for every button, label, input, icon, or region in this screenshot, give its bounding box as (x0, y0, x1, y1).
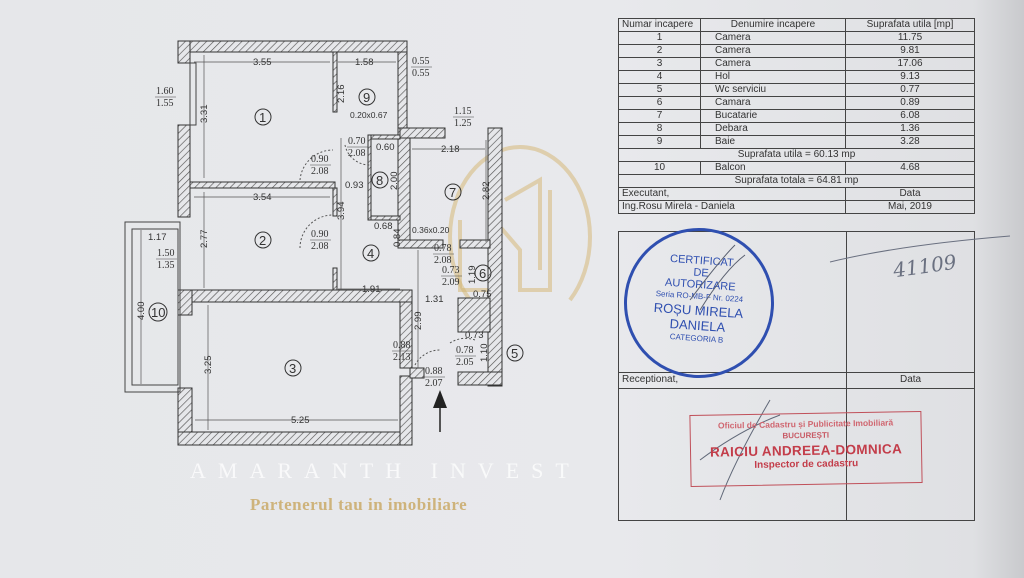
dimension-label: 3.31 (199, 105, 210, 124)
dimension-label: 0.60 (376, 142, 395, 153)
dimension-label: 1.91 (362, 284, 381, 295)
door-swings (299, 144, 476, 366)
opening-width: 0.78 (456, 345, 474, 356)
dimension-label: 1.31 (425, 294, 444, 305)
receptionat-row: Receptionat, Data (618, 372, 975, 389)
opening-width: 0.88 (393, 340, 411, 351)
opening-width: 1.15 (454, 106, 472, 117)
balcony-outline (124, 62, 197, 393)
dimension-label: 5.25 (291, 415, 310, 426)
dimension-label: 2.16 (336, 85, 347, 104)
opening-height: 1.25 (454, 118, 472, 129)
opening-width: 1.60 (156, 86, 174, 97)
dimension-label: 0.84 (392, 229, 403, 248)
table-header-row: Numar incapere Denumire incapere Suprafa… (618, 18, 975, 32)
dimension-label: 0.75 (473, 289, 492, 300)
dimension-label: 0.20x0.67 (350, 110, 388, 120)
dimension-label: 1.19 (467, 266, 478, 285)
dimension-label: 2.18 (441, 144, 460, 155)
opening-height: 1.55 (156, 98, 174, 109)
watermark-tagline: Partenerul tau in imobiliare (250, 495, 468, 514)
dimension-label: 2.00 (389, 172, 400, 191)
opening-height: 2.08 (348, 148, 366, 159)
receptionat-date-label: Data (900, 374, 922, 385)
opening-height: 2.08 (434, 255, 452, 266)
opening-width: 0.55 (412, 56, 430, 67)
dimension-label: 0.36x0.20 (412, 225, 450, 235)
dimension-label: 1.10 (479, 344, 490, 363)
dimension-label: 3.94 (336, 202, 347, 221)
opening-width: 0.70 (348, 136, 366, 147)
room-label: 3 (289, 361, 296, 376)
dimension-label: 0.73 (465, 330, 484, 341)
dimension-label: 1.17 (148, 232, 167, 243)
room-label: 8 (376, 173, 383, 188)
dimension-label: 4.00 (136, 302, 147, 321)
dimension-label: 2.77 (199, 230, 210, 249)
room-label: 1 (259, 110, 266, 125)
opening-height: 2.05 (456, 357, 474, 368)
room-label: 10 (151, 305, 165, 320)
room-label: 5 (511, 346, 518, 361)
opening-width: 0.88 (425, 366, 443, 377)
dimension-label: 0.68 (374, 221, 393, 232)
dimension-label: 2.82 (481, 182, 492, 201)
entrance-arrow (433, 390, 447, 432)
room-label: 4 (367, 246, 374, 261)
opening-height: 0.55 (412, 68, 430, 79)
stamp-city: BUCUREȘTI (782, 430, 830, 441)
signature-area (618, 231, 975, 521)
rooms-table: Numar incapere Denumire incapere Suprafa… (618, 18, 975, 214)
room-label: 6 (479, 266, 486, 281)
dimension-label: 3.25 (203, 356, 214, 375)
dimension-label: 3.54 (253, 192, 272, 203)
room-numbers: 1 2 3 4 5 6 7 8 9 10 (148, 88, 524, 377)
watermark-brand: AMARANTH INVEST (190, 458, 581, 483)
receptionat-label: Receptionat, (622, 374, 679, 385)
opening-height: 2.08 (311, 241, 329, 252)
opening-height: 2.09 (442, 277, 460, 288)
cadastre-inspector-stamp: Oficiul de Cadastru și Publicitate Imobi… (689, 410, 923, 488)
walls (177, 40, 503, 446)
dimension-label: 1.58 (355, 57, 374, 68)
room-label: 9 (363, 90, 370, 105)
dimension-lines (140, 55, 487, 430)
dimension-label: 3.55 (253, 57, 272, 68)
opening-height: 2.07 (425, 378, 443, 389)
opening-height: 1.35 (157, 260, 175, 271)
opening-height: 2.08 (311, 166, 329, 177)
opening-width: 0.78 (434, 243, 452, 254)
dimension-label: 2.99 (413, 312, 424, 331)
opening-labels: 0.550.55 1.601.55 0.702.08 0.902.08 1.15… (155, 56, 476, 389)
date-value: Mai, 2019 (845, 200, 975, 214)
dimension-label: 0.93 (345, 180, 364, 191)
opening-width: 0.90 (311, 229, 329, 240)
dimension-labels: 3.55 1.58 3.31 2.16 0.20x0.67 0.60 0.93 … (136, 57, 492, 426)
opening-width: 0.73 (442, 265, 460, 276)
room-label: 2 (259, 233, 266, 248)
watermark-logo (448, 145, 592, 302)
opening-width: 0.90 (311, 154, 329, 165)
opening-height: 2.13 (393, 352, 411, 363)
room-label: 7 (449, 185, 456, 200)
opening-width: 1.50 (157, 248, 175, 259)
column-divider (846, 231, 847, 521)
